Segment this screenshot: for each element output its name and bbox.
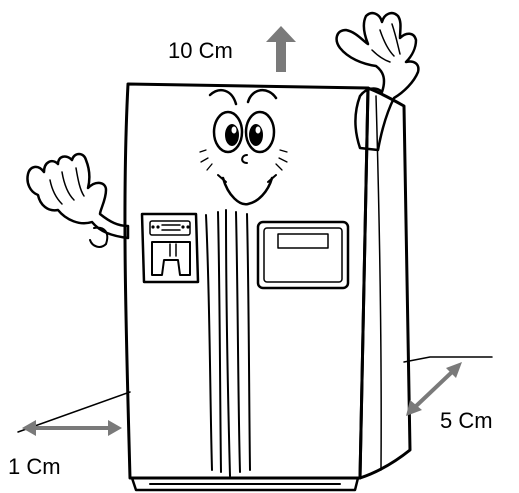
floor-lines [18, 357, 492, 432]
side-clearance-arrow [22, 420, 122, 436]
handle-right [236, 212, 250, 472]
refrigerator [27, 13, 418, 490]
top-clearance-arrow [266, 26, 296, 72]
fridge-face [200, 90, 287, 204]
up-arrow-icon [266, 26, 296, 72]
handle-left [206, 212, 221, 472]
right-arrowhead-icon [108, 420, 122, 436]
water-dispenser [142, 214, 198, 282]
back-clearance-label: 5 Cm [440, 408, 493, 433]
door-panel [258, 222, 348, 288]
fridge-side [360, 88, 410, 478]
door-split [226, 210, 230, 476]
top-clearance-label: 10 Cm [168, 38, 233, 63]
waving-hand-left [27, 154, 128, 247]
side-clearance-label: 1 Cm [8, 454, 61, 479]
left-arrowhead-icon [22, 420, 36, 436]
